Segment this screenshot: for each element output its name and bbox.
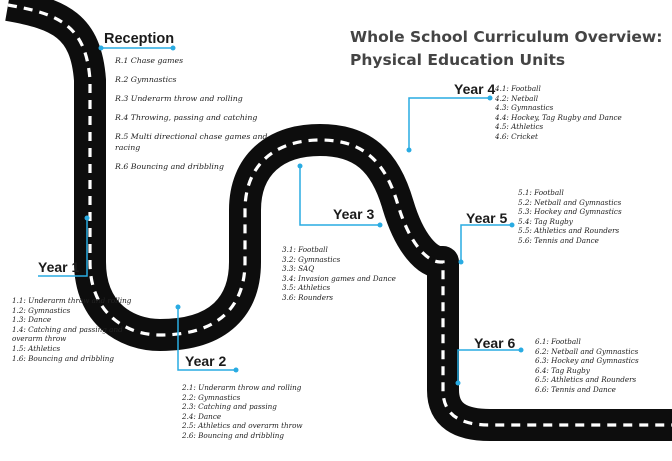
title-line-1: Whole School Curriculum Overview: <box>350 28 663 46</box>
year1-heading: Year 1 <box>38 259 80 275</box>
year1-unit: 1.5: Athletics <box>12 343 61 353</box>
reception-unit-list: R.1 Chase games R.2 Gymnastics R.3 Under… <box>115 51 285 176</box>
year3-unit-list: 3.1: Football 3.2: Gymnastics 3.3: SAQ 3… <box>282 245 400 303</box>
reception-unit: R.5 Multi directional chase games and ra… <box>115 132 268 152</box>
year5-unit-list: 5.1: Football 5.2: Netball and Gymnastic… <box>518 188 668 246</box>
title-line-2: Physical Education Units <box>350 51 566 69</box>
year6-unit-list: 6.1: Football 6.2: Netball and Gymnastic… <box>535 337 670 395</box>
year5-unit: 5.2: Netball and Gymnastics <box>518 197 622 207</box>
reception-heading: Reception <box>104 31 175 47</box>
year2-unit-list: 2.1: Underarm throw and rolling 2.2: Gym… <box>182 383 362 441</box>
year3-unit: 3.1: Football <box>282 245 328 254</box>
year1-unit: 1.4: Catching and passing and overarm th… <box>12 324 123 344</box>
reception-marker <box>98 45 176 51</box>
year1-unit: 1.6: Bouncing and dribbling <box>12 353 115 363</box>
year5-heading: Year 5 <box>466 210 508 226</box>
year5-unit: 5.5: Athletics and Rounders <box>518 226 620 236</box>
year2-unit: 2.5: Athletics and overarm throw <box>182 421 303 431</box>
reception-unit: R.2 Gymnastics <box>115 75 177 84</box>
reception-unit: R.6 Bouncing and dribbling <box>115 162 224 171</box>
year6-unit: 6.5: Athletics and Rounders <box>535 375 637 385</box>
year4-unit: 4.2: Netball <box>495 93 539 103</box>
year2-unit: 2.4: Dance <box>182 411 222 421</box>
year5-unit: 5.3: Hockey and Gymnastics <box>518 207 622 217</box>
year6-unit: 6.1: Football <box>535 337 581 346</box>
year3-unit: 3.4: Invasion games and Dance <box>282 273 396 283</box>
year3-unit: 3.2: Gymnastics <box>282 254 341 264</box>
page-title: Whole School Curriculum Overview: Physic… <box>350 26 662 72</box>
year1-unit: 1.1: Underarm throw and rolling <box>12 296 132 305</box>
year3-unit: 3.6: Rounders <box>282 292 334 302</box>
year4-unit: 4.5: Athletics <box>495 122 544 132</box>
year2-marker <box>175 304 239 373</box>
year2-unit: 2.3: Catching and passing <box>182 402 277 412</box>
year1-unit: 1.2: Gymnastics <box>12 305 71 315</box>
year3-heading: Year 3 <box>333 206 375 222</box>
year2-unit: 2.6: Bouncing and dribbling <box>182 430 285 440</box>
reception-unit: R.1 Chase games <box>115 56 184 65</box>
year5-marker <box>458 222 515 265</box>
year2-unit: 2.1: Underarm throw and rolling <box>182 383 302 392</box>
year6-unit: 6.2: Netball and Gymnastics <box>535 346 639 356</box>
year6-marker <box>455 347 524 386</box>
year4-unit-list: 4.1: Football 4.2: Netball 4.3: Gymnasti… <box>495 84 655 142</box>
year2-heading: Year 2 <box>185 353 227 369</box>
year6-unit: 6.3: Hockey and Gymnastics <box>535 356 639 366</box>
year5-unit: 5.6: Tennis and Dance <box>518 235 599 245</box>
reception-unit: R.4 Throwing, passing and catching <box>115 113 258 122</box>
year6-unit: 6.6: Tennis and Dance <box>535 384 616 394</box>
year5-unit: 5.1: Football <box>518 188 564 197</box>
year6-unit: 6.4: Tag Rugby <box>535 365 590 375</box>
year3-marker <box>297 163 383 228</box>
year4-unit: 4.3: Gymnastics <box>495 103 554 113</box>
year4-unit: 4.4: Hockey, Tag Rugby and Dance <box>495 112 622 122</box>
year6-heading: Year 6 <box>474 335 516 351</box>
year1-unit: 1.3: Dance <box>12 315 52 325</box>
year2-unit: 2.2: Gymnastics <box>182 392 241 402</box>
year4-marker <box>406 95 493 153</box>
reception-unit: R.3 Underarm throw and rolling <box>115 94 243 103</box>
year4-unit: 4.1: Football <box>495 84 541 93</box>
year3-unit: 3.5: Athletics <box>282 283 331 293</box>
year1-unit-list: 1.1: Underarm throw and rolling 1.2: Gym… <box>12 296 132 363</box>
year4-heading: Year 4 <box>454 81 496 97</box>
year1-marker <box>38 215 90 277</box>
year3-unit: 3.3: SAQ <box>282 264 315 274</box>
year5-unit: 5.4: Tag Rugby <box>518 216 573 226</box>
road-lane-markings <box>7 3 672 427</box>
year4-unit: 4.6: Cricket <box>495 131 538 141</box>
